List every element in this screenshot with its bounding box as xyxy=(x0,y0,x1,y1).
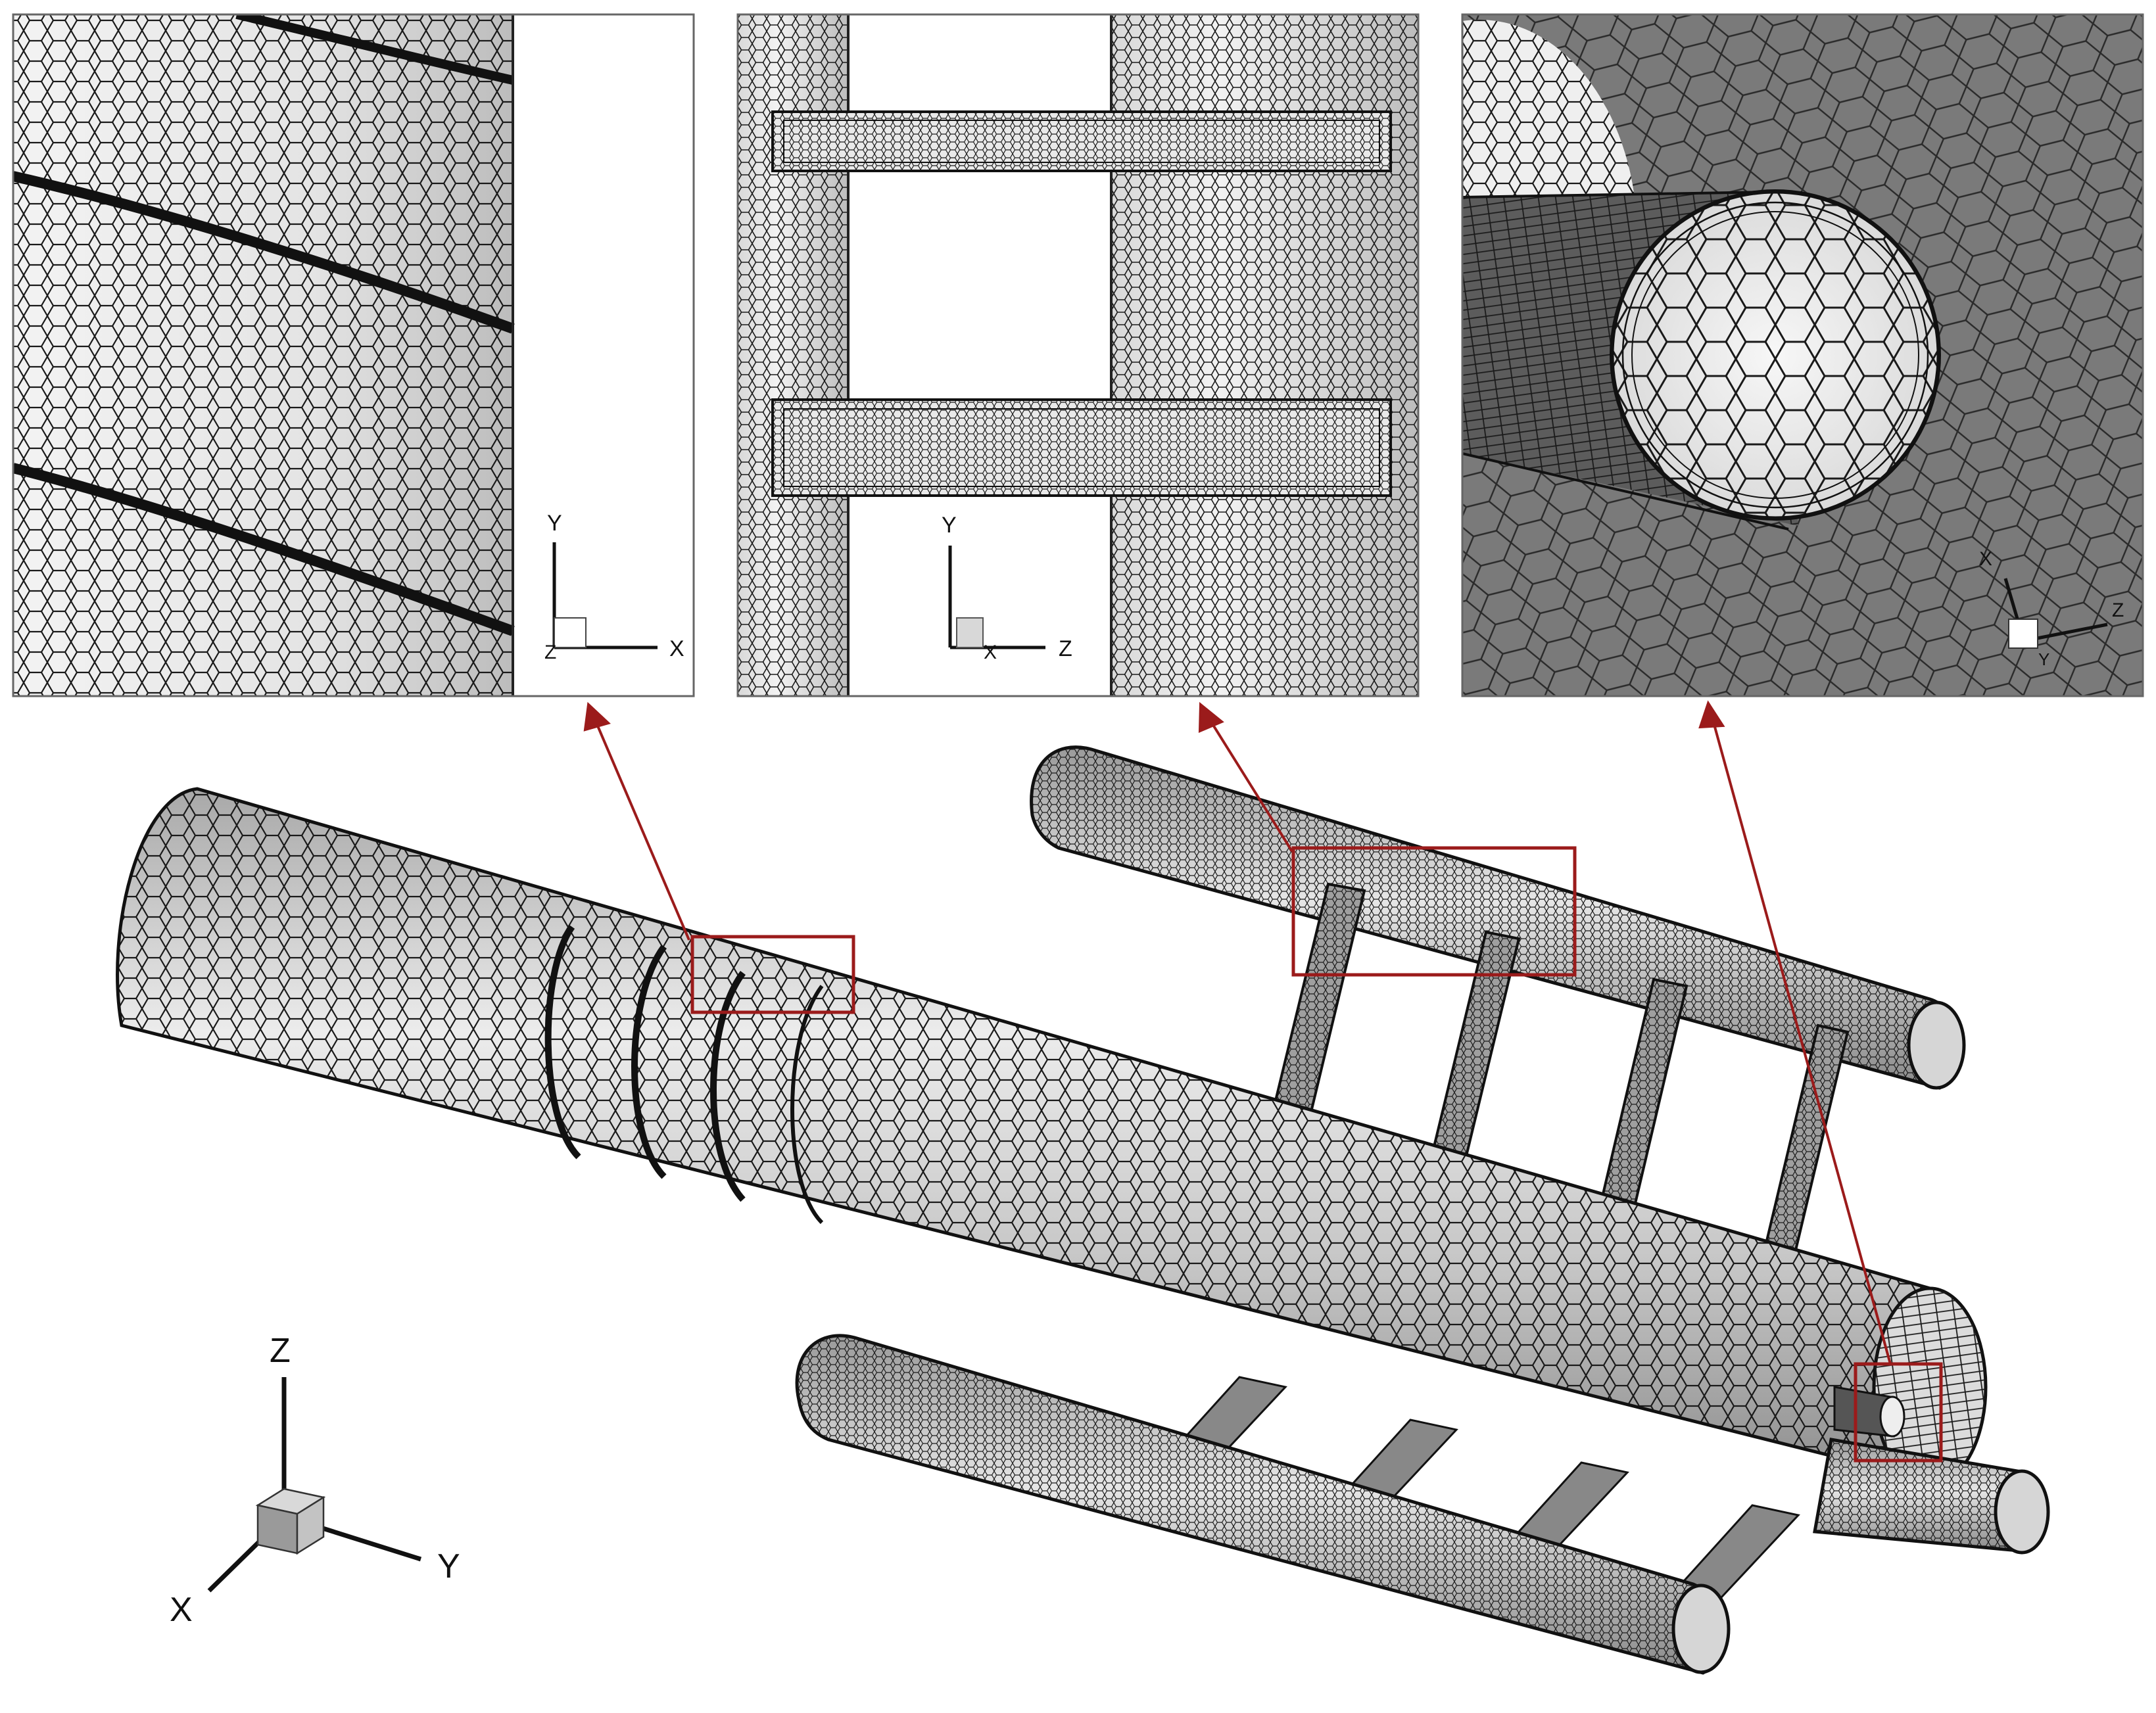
axis-triad-icon xyxy=(948,546,1045,649)
main-axis-x-label: X xyxy=(170,1591,193,1629)
lower-front-tube xyxy=(795,1334,1731,1675)
axis-triad-icon xyxy=(2003,578,2108,649)
inset-right-end-cap xyxy=(1610,189,1941,521)
main-axis-y-label: Y xyxy=(437,1547,460,1585)
inset-left-panel: Y X Z xyxy=(13,14,694,696)
main-axis-z-label: Z xyxy=(270,1332,291,1370)
main-axis-triad: Z Y X xyxy=(170,1332,460,1629)
inset-middle-frame xyxy=(736,13,1420,697)
inset-middle-axis-c-label: X xyxy=(984,642,997,663)
inset-left-axis-b-label: X xyxy=(669,636,684,661)
highlight-box-rings xyxy=(690,935,855,1014)
inset-left-frame xyxy=(12,13,695,697)
inset-right-axis-b-label: Z xyxy=(2112,599,2124,621)
highlight-box-nozzle xyxy=(1854,1362,1943,1463)
inset-right-frame xyxy=(1461,13,2144,697)
inset-left-grooves xyxy=(13,14,515,636)
inset-middle-strut-lower xyxy=(771,398,1392,497)
lower-right-tube xyxy=(1813,1438,2050,1555)
main-cylinder-nozzle xyxy=(1833,1386,1905,1438)
axis-y-line xyxy=(311,1522,422,1562)
upper-tube xyxy=(1030,745,1966,1090)
inset-middle-axis-a-label: Y xyxy=(942,513,957,538)
axis-triad-icon xyxy=(552,542,658,649)
callout-arrows xyxy=(583,700,1892,1365)
main-cylinder xyxy=(116,787,1988,1488)
inset-middle-panel: Y Z X xyxy=(738,14,1418,696)
axis-cube-icon xyxy=(255,1488,326,1555)
inset-right-axis-a-label: X xyxy=(1979,548,1992,570)
inset-right-axis-c-label: Y xyxy=(2038,649,2049,669)
inset-middle-strut-upper xyxy=(771,110,1392,172)
highlight-box-struts xyxy=(1291,846,1577,977)
inset-left-axis-a-label: Y xyxy=(547,511,562,536)
inset-right-panel: X Z Y xyxy=(1462,14,2143,696)
inset-middle-axis-b-label: Z xyxy=(1059,636,1072,661)
inset-left-axis-c-label: Z xyxy=(544,642,556,663)
